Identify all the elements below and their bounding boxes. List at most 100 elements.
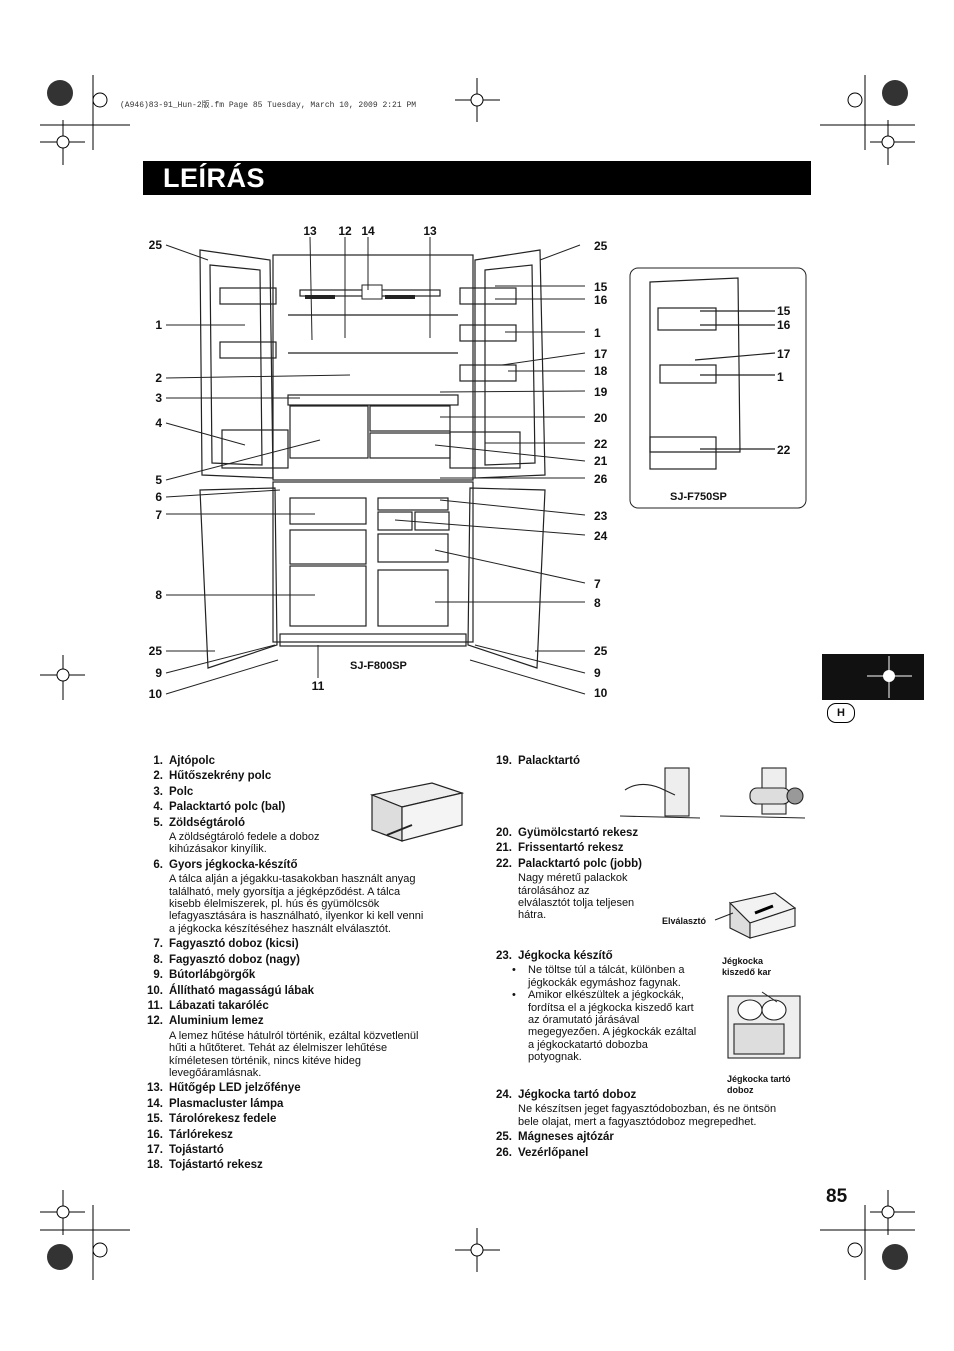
parts-list-right-3: 23.Jégkocka készítő Ne töltse túl a tálc…: [492, 949, 822, 1064]
list-item: 4.Palacktartó polc (bal): [153, 801, 286, 814]
callout-19-right: 19: [594, 385, 608, 399]
language-tab: [822, 654, 924, 700]
callout-25-bottom-left: 25: [149, 644, 163, 658]
callout-9-left: 9: [155, 666, 162, 680]
callout-15-right: 15: [594, 280, 608, 294]
separator-illustration: Elválasztó: [662, 892, 797, 939]
list-item: 23.Jégkocka készítő: [496, 950, 613, 962]
list-item: 7.Fagyasztó doboz (kicsi): [153, 938, 299, 951]
file-info-header: (A946)83-91_Hun-2版.fm Page 85 Tuesday, M…: [120, 101, 417, 110]
callout-1-left: 1: [155, 318, 162, 332]
callout-9-right: 9: [594, 666, 601, 680]
side-callout-16: 16: [777, 318, 791, 332]
list-item: 20.Gyümölcstartó rekesz: [496, 827, 639, 839]
callout-3-left: 3: [155, 391, 162, 405]
item-description: Ne készítsen jeget fagyasztódobozban, és…: [518, 1103, 777, 1128]
callout-11-bottom: 11: [312, 679, 325, 693]
language-badge: H: [827, 703, 855, 723]
list-item: 12.Aluminium lemez: [147, 1015, 264, 1028]
item-description: A zöldségtároló fedele a doboz kihúzásak…: [169, 831, 320, 856]
callout-24-right: 24: [594, 529, 608, 543]
callout-7-right: 7: [594, 577, 601, 591]
callout-25-top-left: 25: [149, 238, 163, 252]
freezer-compartment: [272, 481, 474, 643]
list-item: 19.Palacktartó: [496, 755, 581, 767]
callout-14-top: 14: [361, 224, 375, 238]
side-callout-17: 17: [777, 347, 791, 361]
left-freezer-door: [199, 487, 278, 669]
list-item: 26.Vezérlőpanel: [496, 1146, 589, 1159]
callout-10-left: 10: [149, 687, 163, 701]
list-item: 21.Frissentartó rekesz: [496, 842, 624, 855]
list-item: 2.Hűtőszekrény polc: [153, 770, 272, 783]
callout-1-right: 1: [594, 326, 601, 340]
callout-23-right: 23: [594, 509, 608, 523]
side-callout-22: 22: [777, 443, 791, 457]
parts-list-left: 1.Ajtópolc 2.Hűtőszekrény polc 3.Polc 4.…: [143, 754, 473, 1174]
ice-lever-label: Jégkocka kiszedő kar: [722, 956, 772, 977]
ice-maker-illustration: [727, 991, 801, 1059]
side-model-box: [629, 267, 807, 509]
parts-list-right: 19.Palacktartó: [492, 754, 822, 769]
bullet-item: Amikor elkészültek a jégkockák, fordítsa…: [492, 989, 822, 1063]
callout-21-right: 21: [594, 454, 608, 468]
list-item: 10.Állítható magasságú lábak: [147, 984, 315, 997]
list-item: 8.Fagyasztó doboz (nagy): [153, 953, 300, 966]
page-title: LEÍRÁS: [163, 163, 266, 193]
callout-10-right: 10: [594, 686, 608, 700]
callout-4-left: 4: [155, 416, 162, 430]
list-item: 16.Tárlórekesz: [147, 1128, 233, 1141]
callout-6-left: 6: [155, 490, 162, 504]
left-door: [199, 249, 274, 479]
callout-2-left: 2: [155, 371, 162, 385]
list-item: 14.Plasmacluster lámpa: [147, 1097, 284, 1110]
list-item: 9.Bútorlábgörgők: [153, 969, 256, 982]
callout-18-right: 18: [594, 364, 608, 378]
callout-12-top: 12: [338, 224, 352, 238]
list-item: 13.Hűtőgép LED jelzőfénye: [147, 1082, 301, 1095]
callout-20-right: 20: [594, 411, 608, 425]
parts-list-right-2: 20.Gyümölcstartó rekesz 21.Frissentartó …: [492, 826, 822, 924]
callout-5-left: 5: [155, 473, 162, 487]
side-callout-15: 15: [777, 304, 791, 318]
callout-8-right: 8: [594, 596, 601, 610]
callout-25-bottom-right: 25: [594, 644, 608, 658]
list-item: 24.Jégkocka tartó doboz: [496, 1089, 637, 1101]
list-item: 18.Tojástartó rekesz: [147, 1159, 263, 1172]
fridge-compartment: [272, 254, 474, 481]
parts-list-right-4: 24.Jégkocka tartó doboz Ne készítsen jeg…: [492, 1088, 822, 1161]
list-item: 17.Tojástartó: [147, 1143, 224, 1156]
callout-13-top-a: 13: [303, 224, 317, 238]
list-item: 1.Ajtópolc: [153, 755, 215, 767]
right-door: [474, 249, 546, 479]
list-item: 6.Gyors jégkocka-készítő: [153, 858, 298, 871]
separator-label: Elválasztó: [662, 916, 707, 926]
callout-22-right: 22: [594, 437, 608, 451]
item-description: A lemez hűtése hátulról történik, ezálta…: [169, 1029, 419, 1079]
list-item: 22.Palacktartó polc (jobb): [496, 857, 642, 870]
model-label-side: SJ-F750SP: [670, 491, 727, 503]
vegetable-drawer-illustration: [369, 782, 465, 842]
callout-25-top-right: 25: [594, 239, 608, 253]
callout-16-right: 16: [594, 293, 608, 307]
right-freezer-door: [467, 487, 546, 669]
side-callout-1: 1: [777, 370, 784, 384]
callout-26-right: 26: [594, 472, 608, 486]
callout-7-left: 7: [155, 508, 162, 522]
registration-cross-icon: [867, 656, 912, 698]
model-label-main: SJ-F800SP: [350, 660, 407, 672]
page-number: 85: [826, 1186, 848, 1207]
section-title-bar: LEÍRÁS: [143, 161, 811, 195]
list-item: 3.Polc: [153, 785, 194, 798]
bottle-holder-illustration: [620, 767, 805, 819]
item-description: A tálca alján a jégakku-tasakokban haszn…: [169, 873, 424, 935]
list-item: 11.Lábazati takaróléc: [147, 999, 269, 1012]
callout-13-top-b: 13: [423, 224, 437, 238]
item-description: Nagy méretű palackok tárolásához az elvá…: [518, 872, 635, 922]
ice-box-label: Jégkocka tartó doboz: [727, 1074, 791, 1095]
bullet-item: Ne töltse túl a tálcát, különben a jégko…: [492, 964, 822, 989]
callout-8-left: 8: [155, 588, 162, 602]
list-item: 15.Tárolórekesz fedele: [147, 1113, 277, 1126]
refrigerator-diagram: 25 1 2 3 4 5 6 7 8 25 9 10 13 12 14 13 1…: [149, 224, 807, 701]
